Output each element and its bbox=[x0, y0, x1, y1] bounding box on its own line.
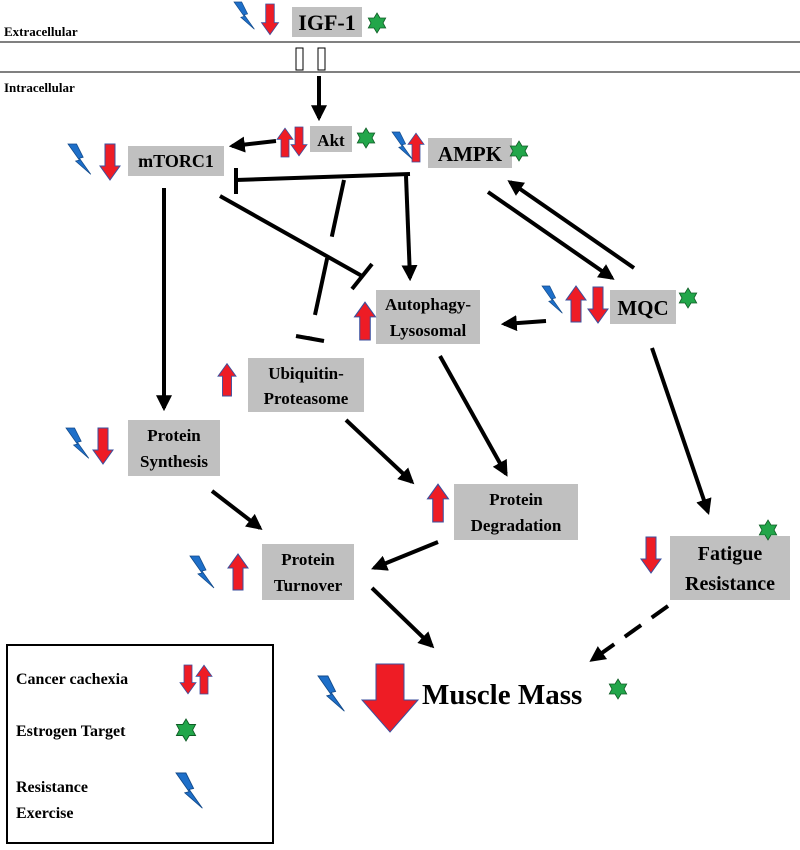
legend-box bbox=[6, 644, 274, 844]
intracellular-label: Intracellular bbox=[4, 80, 75, 95]
ubiquitin-label-line1: Ubiquitin- bbox=[268, 364, 344, 383]
arrow-mqc-ampk bbox=[507, 180, 636, 270]
arrow-turnover-muscle-mass bbox=[370, 586, 435, 649]
mtorc1-exercise-bolt-icon bbox=[67, 143, 92, 175]
ampk-box bbox=[428, 138, 512, 168]
protein-synthesis-label-line2: Synthesis bbox=[140, 452, 208, 471]
akt-box bbox=[310, 126, 352, 152]
mtorc1-label: mTORC1 bbox=[138, 151, 214, 171]
protein-degradation-label-line1: Protein bbox=[489, 490, 543, 509]
akt-label: Akt bbox=[317, 131, 345, 150]
arrow-akt-mtorc1 bbox=[228, 136, 277, 153]
receptor-right bbox=[317, 47, 326, 71]
mqc-cachexia-up-arrow-icon bbox=[565, 285, 587, 323]
ampk-label: AMPK bbox=[438, 142, 503, 166]
legend-cancer-cachexia-label: Cancer cachexia bbox=[16, 671, 128, 688]
arrow-autophagy-degradation bbox=[438, 355, 508, 477]
protein-degradation-box bbox=[454, 484, 578, 540]
protein-degradation-label-line2: Degradation bbox=[471, 516, 562, 535]
igf1-cachexia-down-arrow-icon bbox=[261, 3, 279, 36]
arrow-ampk-autophagy bbox=[401, 175, 418, 282]
autophagy-label-line1: Autophagy- bbox=[385, 295, 471, 314]
protein-turnover-label-line1: Protein bbox=[281, 550, 335, 569]
mtorc1-box bbox=[128, 146, 224, 176]
receptor-left bbox=[295, 47, 304, 71]
akt-estrogen-star-icon bbox=[356, 127, 376, 149]
degradation-cachexia-up-arrow-icon bbox=[426, 483, 450, 523]
mqc-box bbox=[610, 290, 676, 324]
fatigue-resistance-box bbox=[670, 536, 790, 600]
arrow-mqc-fatigue bbox=[650, 347, 712, 516]
protein-turnover-box bbox=[262, 544, 354, 600]
arrow-ampk-mqc bbox=[486, 190, 615, 280]
muscle-mass-label: Muscle Mass bbox=[422, 679, 582, 711]
igf1-estrogen-star-icon bbox=[367, 12, 387, 34]
inhibit-mtorc1-autophagy-bar bbox=[350, 262, 374, 291]
ubiquitin-box bbox=[248, 358, 364, 412]
turnover-cachexia-up-arrow-icon bbox=[227, 553, 249, 591]
inhibit-ampk-ubiquitin bbox=[308, 179, 346, 339]
autophagy-box bbox=[376, 290, 480, 344]
arrow-ubiquitin-degradation bbox=[344, 418, 415, 485]
protein-synthesis-label-line1: Protein bbox=[147, 426, 201, 445]
synthesis-cachexia-down-arrow-icon bbox=[92, 427, 114, 465]
igf1-exercise-bolt-icon bbox=[233, 1, 255, 30]
muscle-mass-estrogen-star-icon bbox=[608, 678, 628, 700]
ampk-estrogen-star-icon bbox=[509, 140, 529, 162]
igf1-label: IGF-1 bbox=[298, 10, 355, 35]
mqc-estrogen-star-icon bbox=[678, 287, 698, 309]
fatigue-cachexia-down-arrow-icon bbox=[640, 536, 662, 574]
muscle-mass-exercise-bolt-icon bbox=[317, 675, 345, 712]
legend-resistance-label-line1: Resistance bbox=[16, 779, 88, 796]
fatigue-resistance-label-line1: Fatigue bbox=[698, 543, 763, 565]
turnover-exercise-bolt-icon bbox=[189, 555, 215, 589]
inhibit-bar-horizontal bbox=[235, 172, 411, 182]
mqc-exercise-bolt-icon bbox=[541, 285, 563, 314]
arrow-mqc-autophagy bbox=[500, 315, 547, 332]
akt-cachexia-up-arrow-icon bbox=[276, 127, 294, 158]
synthesis-exercise-bolt-icon bbox=[65, 427, 90, 459]
mqc-label: MQC bbox=[617, 296, 668, 320]
autophagy-label-line2: Lysosomal bbox=[390, 321, 467, 340]
ubiquitin-cachexia-up-arrow-icon bbox=[217, 363, 237, 397]
legend-resistance-label-line2: Exercise bbox=[16, 805, 73, 822]
ampk-exercise-bolt-icon bbox=[391, 131, 413, 160]
arrow-fatigue-muscle-mass bbox=[589, 604, 670, 662]
fatigue-resistance-label-line2: Resistance bbox=[685, 573, 775, 595]
inhibit-mtorc1-autophagy bbox=[219, 194, 363, 278]
protein-turnover-label-line2: Turnover bbox=[274, 576, 343, 595]
arrow-degradation-turnover bbox=[371, 540, 439, 571]
mtorc1-cachexia-down-arrow-icon bbox=[99, 143, 121, 181]
mqc-cachexia-down-arrow-icon bbox=[587, 286, 609, 324]
muscle-mass-cachexia-down-arrow-icon bbox=[360, 663, 420, 733]
legend-estrogen-target-label: Estrogen Target bbox=[16, 723, 126, 740]
protein-synthesis-box bbox=[128, 420, 220, 476]
extracellular-label: Extracellular bbox=[4, 24, 78, 39]
igf1-box bbox=[292, 7, 362, 37]
arrow-synthesis-turnover bbox=[210, 489, 263, 530]
akt-cachexia-down-arrow-icon bbox=[290, 126, 308, 157]
autophagy-cachexia-up-arrow-icon bbox=[353, 301, 377, 341]
ubiquitin-label-line2: Proteasome bbox=[264, 389, 349, 408]
inhibit-ampk-ubiquitin-bar bbox=[295, 334, 325, 343]
